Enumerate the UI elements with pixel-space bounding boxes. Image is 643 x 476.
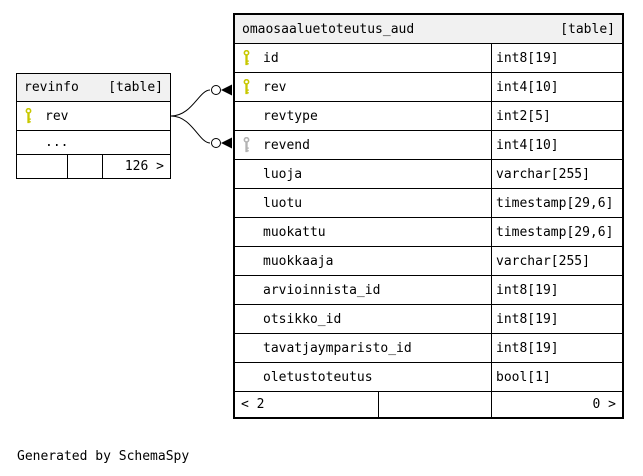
column-name: rev — [263, 79, 287, 95]
column-name-cell: id — [235, 44, 491, 72]
table-node-omaosaaluetoteutus-aud: omaosaaluetoteutus_aud [table] id int8[1… — [233, 13, 624, 419]
table-footer: < 2 0 > — [235, 391, 622, 417]
column-row: revtype int2[5] — [235, 101, 622, 130]
column-type: int2[5] — [491, 102, 622, 130]
column-row: tavatjaymparisto_id int8[19] — [235, 333, 622, 362]
column-name-cell: luoja — [235, 160, 491, 188]
relationship-edge-rev — [170, 84, 232, 117]
column-type: int8[19] — [491, 44, 622, 72]
column-name-cell: muokattu — [235, 218, 491, 246]
column-name-cell: ... — [17, 136, 170, 149]
table-title[interactable]: omaosaaluetoteutus_aud — [242, 21, 415, 37]
column-name: tavatjaymparisto_id — [263, 340, 412, 356]
column-row: arvioinnista_id int8[19] — [235, 275, 622, 304]
column-row: luotu timestamp[29,6] — [235, 188, 622, 217]
column-type: timestamp[29,6] — [491, 189, 622, 217]
footer-cell-left: < 2 — [241, 397, 265, 412]
column-name: revtype — [263, 108, 318, 124]
column-name-cell: muokkaaja — [235, 247, 491, 275]
column-type: varchar[255] — [491, 160, 622, 188]
key-icon — [242, 50, 256, 66]
generated-by-note: Generated by SchemaSpy — [17, 449, 190, 464]
column-name: arvioinnista_id — [263, 282, 381, 298]
footer-cell-right: 0 > — [491, 392, 622, 417]
column-name-cell: oletustoteutus — [235, 363, 491, 391]
column-name: oletustoteutus — [263, 369, 373, 385]
footer-cell-mid — [67, 155, 102, 178]
column-row: revend int4[10] — [235, 130, 622, 159]
column-name: luotu — [263, 195, 303, 211]
column-name: muokkaaja — [263, 253, 334, 269]
relationship-edge-revend — [170, 115, 232, 149]
table-badge: [table] — [560, 21, 615, 37]
column-row: otsikko_id int8[19] — [235, 304, 622, 333]
key-icon — [24, 108, 38, 124]
column-row: muokkaaja varchar[255] — [235, 246, 622, 275]
table-header: revinfo [table] — [17, 74, 170, 101]
column-row: rev — [17, 101, 170, 130]
table-header: omaosaaluetoteutus_aud [table] — [235, 15, 622, 43]
table-badge: [table] — [108, 80, 163, 95]
column-name-cell: luotu — [235, 189, 491, 217]
column-name-cell: revtype — [235, 102, 491, 130]
table-footer: 126 > — [17, 154, 170, 178]
column-type: bool[1] — [491, 363, 622, 391]
footer-cell-right: 126 > — [102, 155, 170, 178]
column-name: rev — [45, 108, 69, 124]
column-type: varchar[255] — [491, 247, 622, 275]
table-node-revinfo: revinfo [table] rev ... 126 > — [16, 73, 171, 179]
column-name: luoja — [263, 166, 303, 182]
column-name: revend — [263, 137, 310, 153]
key-icon — [242, 137, 256, 153]
column-name-cell: arvioinnista_id — [235, 276, 491, 304]
column-type: int8[19] — [491, 276, 622, 304]
column-name-cell: otsikko_id — [235, 305, 491, 333]
column-row: luoja varchar[255] — [235, 159, 622, 188]
column-type: int4[10] — [491, 73, 622, 101]
column-row: rev int4[10] — [235, 72, 622, 101]
column-name-cell: tavatjaymparisto_id — [235, 334, 491, 362]
column-type: int8[19] — [491, 305, 622, 333]
column-name-cell: rev — [17, 102, 170, 130]
column-type: int4[10] — [491, 131, 622, 159]
column-name: otsikko_id — [263, 311, 342, 327]
ellipsis-label: ... — [45, 135, 69, 150]
column-name: id — [263, 50, 279, 66]
column-row: muokattu timestamp[29,6] — [235, 217, 622, 246]
column-row: oletustoteutus bool[1] — [235, 362, 622, 391]
column-row: id int8[19] — [235, 43, 622, 72]
key-icon — [242, 79, 256, 95]
column-name-cell: rev — [235, 73, 491, 101]
column-type: timestamp[29,6] — [491, 218, 622, 246]
footer-cell-left — [17, 155, 67, 178]
footer-cell-mid — [378, 392, 491, 417]
column-row-ellipsis: ... — [17, 130, 170, 154]
column-name-cell: revend — [235, 131, 491, 159]
column-name: muokattu — [263, 224, 326, 240]
column-type: int8[19] — [491, 334, 622, 362]
table-title[interactable]: revinfo — [24, 80, 79, 95]
